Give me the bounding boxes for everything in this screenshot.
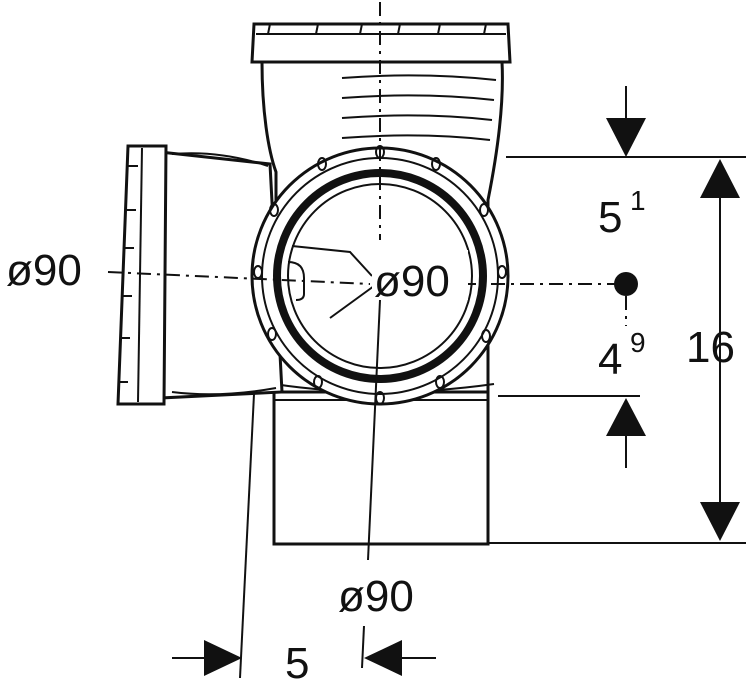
bottom-diameter-label: ø90 xyxy=(338,572,414,621)
left-branch xyxy=(116,144,284,406)
ring-notches xyxy=(253,145,507,405)
dim-upper-sup: 1 xyxy=(630,185,646,216)
left-socket-notches xyxy=(118,165,138,383)
offset-dimension xyxy=(172,393,436,679)
dim-lower-sup: 9 xyxy=(630,327,646,358)
center-diameter-label: ø90 xyxy=(374,257,450,306)
arrow-up-lower xyxy=(606,398,646,436)
top-socket-notches xyxy=(267,23,487,35)
dim-upper-main: 5 xyxy=(598,193,622,242)
dim-total-label: 16 xyxy=(686,323,735,372)
arrow-up-total xyxy=(700,159,740,198)
center-point-marker xyxy=(614,272,638,296)
arrow-left-offset xyxy=(364,640,402,676)
dim-lower-main: 4 xyxy=(598,335,622,384)
arrow-down-upper xyxy=(606,118,646,157)
vertical-dimensions xyxy=(488,86,746,544)
arrow-down-total xyxy=(700,502,740,541)
center-lines xyxy=(107,2,627,669)
dim-offset-label: 5 xyxy=(285,639,309,688)
center-label-backdrop xyxy=(372,250,468,300)
body-ribs xyxy=(341,74,497,141)
bottom-spigot xyxy=(272,390,490,546)
left-diameter-label: ø90 xyxy=(6,246,82,295)
arrow-right-offset xyxy=(204,640,242,676)
